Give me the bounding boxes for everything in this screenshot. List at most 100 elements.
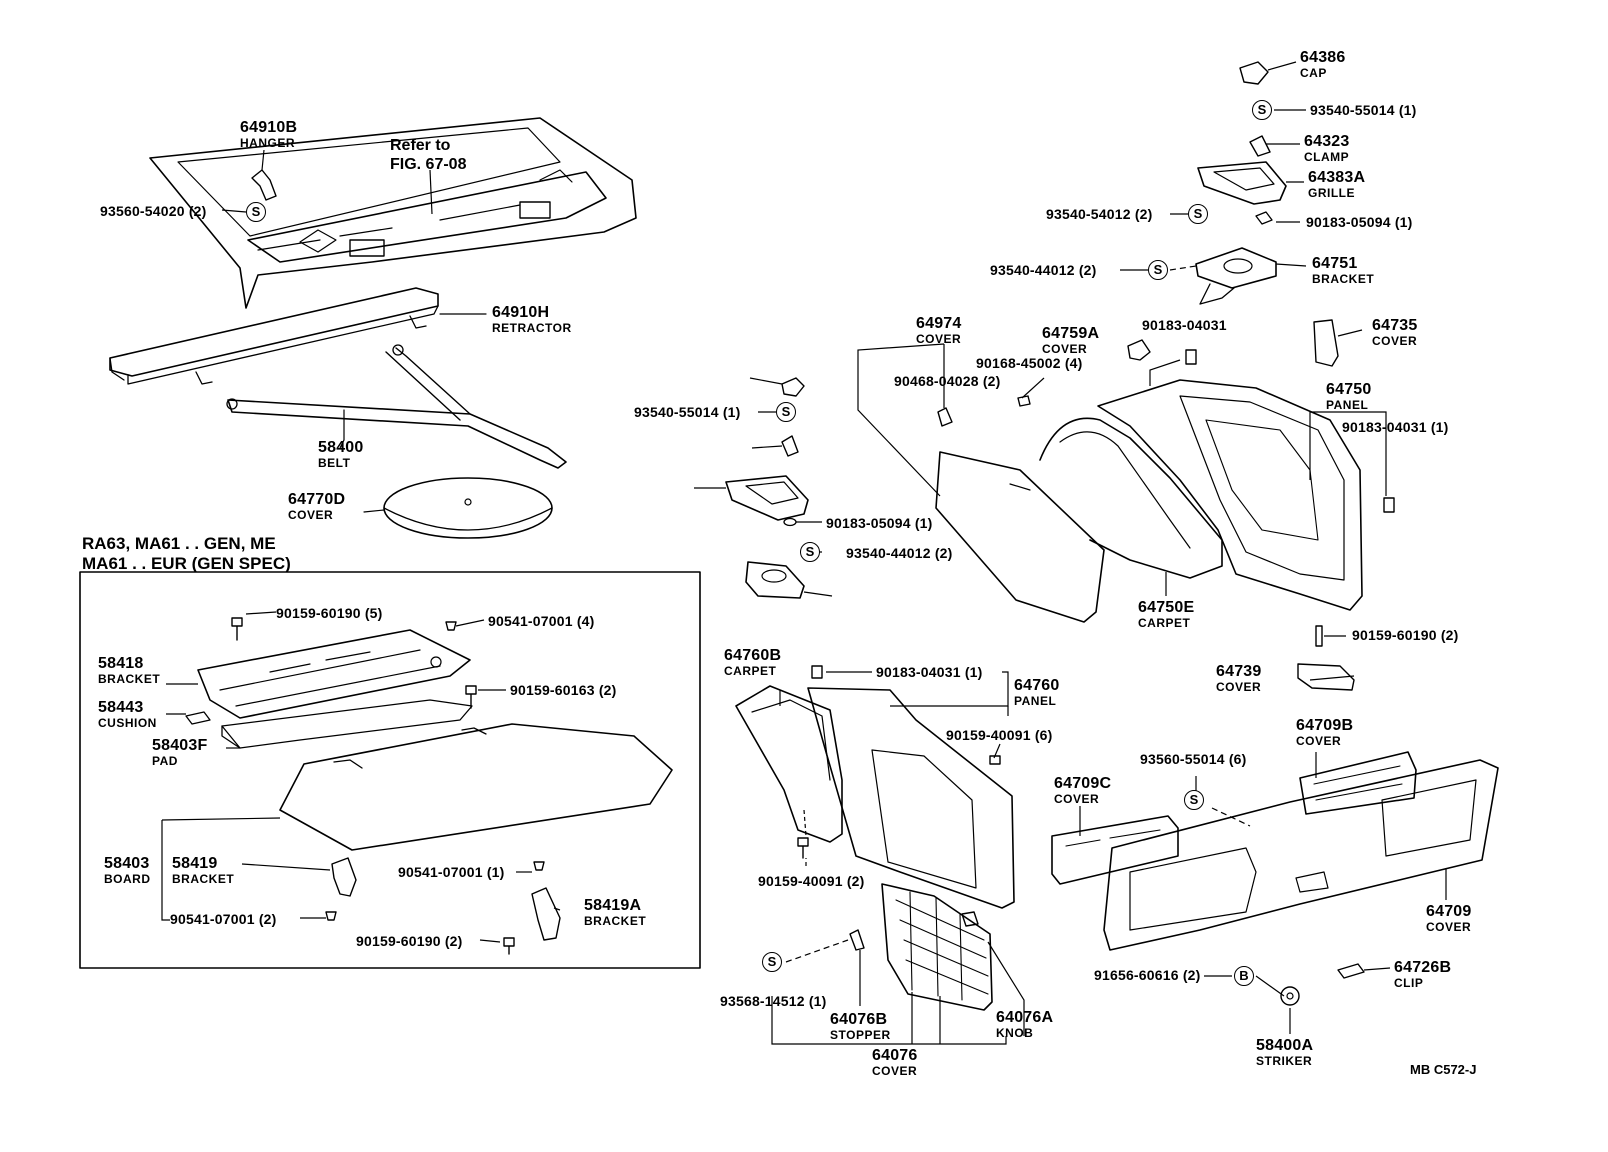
fastener-code: 90541-07001 (2) <box>170 911 277 927</box>
part-label: 58403 BOARD <box>104 855 151 886</box>
part-name: BELT <box>318 456 351 470</box>
part-label: 64750 PANEL <box>1326 382 1372 412</box>
part-name: PANEL <box>1326 398 1369 412</box>
part-number: 64750E <box>1138 599 1195 616</box>
hanger-shape <box>251 169 277 201</box>
part-label: 64076 COVER <box>872 1047 918 1078</box>
part-label: 64735 COVER <box>1372 318 1418 348</box>
cover-64709-shape <box>1103 759 1499 951</box>
s-symbol: S <box>1148 260 1168 280</box>
part-name: CLIP <box>1394 976 1424 990</box>
part-name: PANEL <box>1014 694 1057 708</box>
fastener-code: 93540-54012 (2) <box>1046 206 1153 222</box>
fastener-code: 93540-44012 (2) <box>846 545 953 561</box>
part-number: 58419 <box>172 855 218 872</box>
part-label: 64910B HANGER <box>240 120 297 150</box>
fastener-code: 93540-55014 (1) <box>1310 102 1417 118</box>
fastener-code: 90159-60190 (5) <box>276 605 383 621</box>
part-number: 58403F <box>152 737 208 754</box>
part-number: 58443 <box>98 699 144 716</box>
cover-64759a-shape <box>1127 339 1151 361</box>
cover-64709c-shape <box>1051 815 1179 885</box>
s-symbol: S <box>800 542 820 562</box>
retractor-shape <box>109 287 487 385</box>
fastener-code: 90159-60190 (2) <box>356 933 463 949</box>
part-name: BRACKET <box>98 672 161 686</box>
fastener-code: 90159-60163 (2) <box>510 682 617 698</box>
part-name: HANGER <box>240 136 296 150</box>
s-symbol: S <box>762 952 782 972</box>
part-name: COVER <box>1426 920 1472 934</box>
carpet-64750e-shape <box>1039 417 1223 579</box>
part-name: COVER <box>1054 792 1100 806</box>
drawing-code: MB C572-J <box>1410 1062 1477 1077</box>
part-label: 64709 COVER <box>1426 904 1472 934</box>
fastener-code: 90183-05094 (1) <box>826 515 933 531</box>
part-name: CLAMP <box>1304 150 1350 164</box>
fastener-code: 90159-40091 (6) <box>946 727 1053 743</box>
part-label: 64739 COVER <box>1216 664 1262 694</box>
part-label: 58418 BRACKET <box>98 655 161 686</box>
fastener-code: 90183-04031 (1) <box>1342 419 1449 435</box>
clip-right-shape <box>1383 497 1395 513</box>
bolt-shape <box>989 755 1001 765</box>
part-label: 64760 PANEL <box>1014 678 1060 708</box>
panel-64750-shape <box>1097 379 1363 611</box>
part-label: 64386 CAP <box>1300 50 1346 80</box>
model-line-1: RA63, MA61 . . GEN, ME <box>82 534 276 553</box>
part-name: BRACKET <box>584 914 647 928</box>
bracket-mid-shape <box>745 561 805 599</box>
wheel-cover-shape <box>363 477 553 539</box>
part-number: 64383A <box>1308 169 1366 186</box>
cover-64709b-shape <box>1299 751 1417 815</box>
part-number: 58418 <box>98 655 144 672</box>
fastener-code: 90183-04031 (1) <box>876 664 983 680</box>
belt-shape <box>226 344 567 469</box>
cap-mid-shape <box>781 377 805 397</box>
part-label: 64770D COVER <box>288 492 345 522</box>
s-symbol: S <box>1184 790 1204 810</box>
clip-04031-lower-shape <box>811 665 823 679</box>
part-number: 64076 <box>872 1047 918 1064</box>
bolt-shape <box>533 861 545 871</box>
bolt-shape <box>325 911 337 921</box>
fastener-code: 93568-14512 (1) <box>720 993 827 1009</box>
clip-04031-shape <box>1185 349 1197 365</box>
part-label: 64076A KNOB <box>996 1010 1053 1040</box>
cover-64974-shape <box>935 451 1105 623</box>
retainer-shape <box>937 407 953 427</box>
part-label: 64076B STOPPER <box>830 1012 891 1042</box>
part-label: 64709B COVER <box>1296 718 1353 748</box>
part-name: STOPPER <box>830 1028 891 1042</box>
part-label: 64760B CARPET <box>724 647 782 678</box>
part-number: 64760B <box>724 647 782 664</box>
part-label: 64709C COVER <box>1054 776 1111 806</box>
part-name: COVER <box>288 508 334 522</box>
part-number: 58403 <box>104 855 150 872</box>
part-name: PAD <box>152 754 178 768</box>
part-label: 64750E CARPET <box>1138 599 1195 630</box>
fastener-code: 90541-07001 (4) <box>488 613 595 629</box>
reference-line-1: Refer to <box>390 137 451 154</box>
part-number: 58419A <box>584 897 642 914</box>
b-symbol: B <box>1234 966 1254 986</box>
cushion-shape <box>185 711 211 725</box>
part-number: 58400A <box>1256 1037 1314 1054</box>
board-shape <box>279 723 673 851</box>
part-label: 64726B CLIP <box>1394 960 1451 990</box>
part-name: COVER <box>1372 334 1418 348</box>
part-name: BOARD <box>104 872 151 886</box>
bolt-shape <box>503 937 515 955</box>
fastener-code: 90183-04031 <box>1142 317 1227 333</box>
part-name: CARPET <box>1138 616 1191 630</box>
hatch-body-shape <box>149 117 637 309</box>
reference-note: Refer to FIG. 67-08 <box>390 136 466 174</box>
fastener-code: 90468-04028 (2) <box>894 373 1001 389</box>
fastener-code: 93540-55014 (1) <box>634 404 741 420</box>
bolt-shape <box>465 685 477 709</box>
part-label: 64910H RETRACTOR <box>492 305 572 335</box>
bracket-top-shape <box>1195 247 1277 305</box>
bracket-58419a-shape <box>531 887 561 941</box>
